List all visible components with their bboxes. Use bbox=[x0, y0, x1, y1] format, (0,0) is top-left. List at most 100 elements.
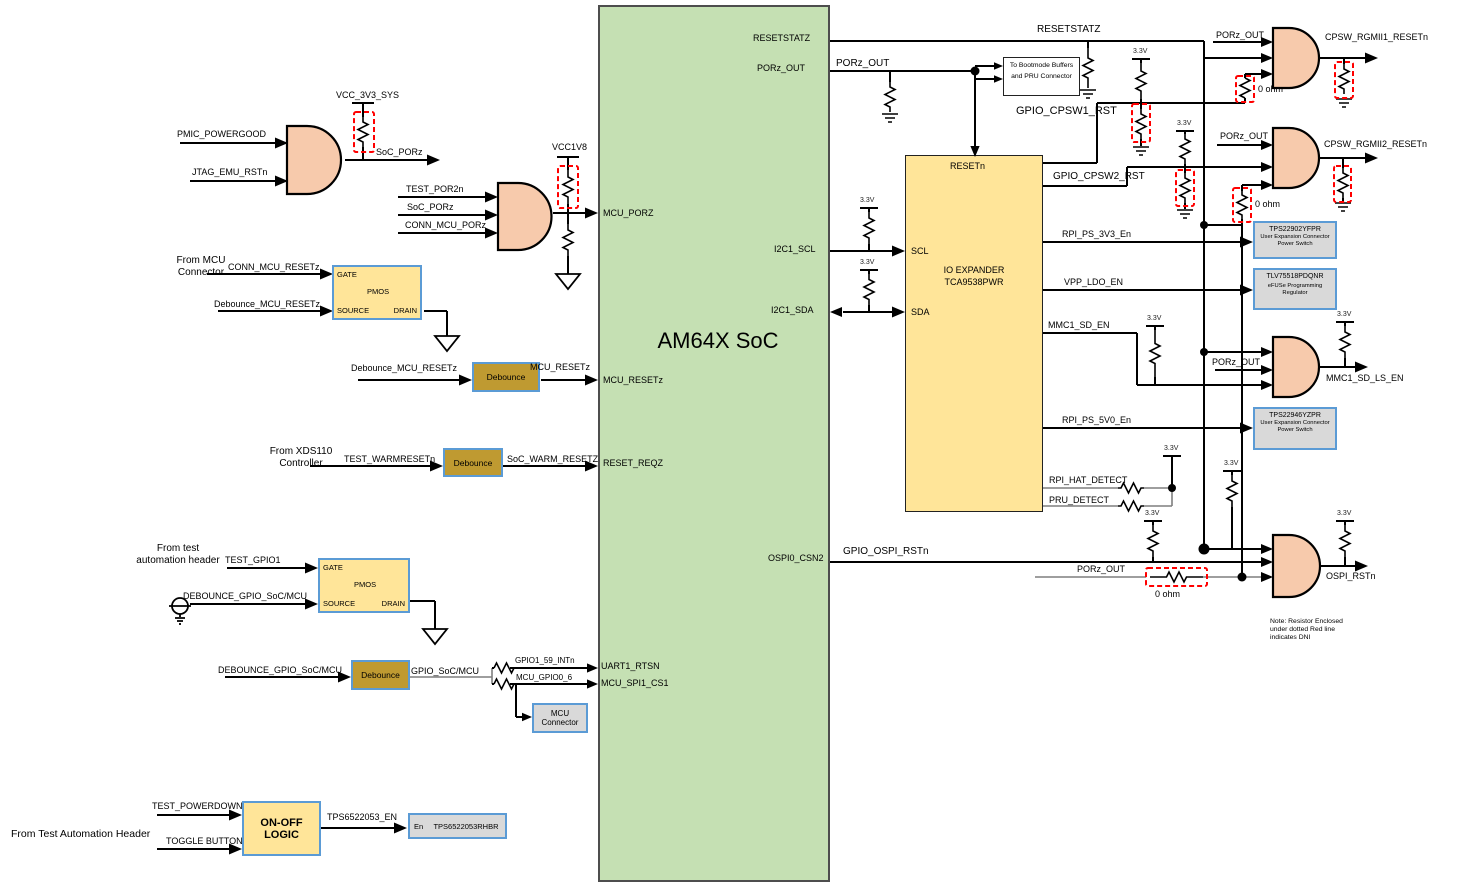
supply-label-ospi-line: 3.3V bbox=[1145, 510, 1160, 517]
arrowhead bbox=[1261, 161, 1273, 173]
expander-name: IO EXPANDER bbox=[943, 265, 1005, 275]
soc-pin-reset-reqz: RESET_REQZ bbox=[603, 458, 664, 468]
net-label-cpsw-rgmii1-resetn: CPSW_RGMII1_RESETn bbox=[1325, 32, 1429, 42]
dni-note: Note: Resistor Enclosed under dotted Red… bbox=[1270, 618, 1343, 641]
tps22946-block: TPS22946YZPR User Expansion Connector Po… bbox=[1253, 407, 1337, 450]
tlv75518-part: TLV75518PDQNR bbox=[1266, 273, 1324, 280]
ground-icon bbox=[554, 273, 582, 291]
tps22902-block: TPS22902YFPR User Expansion Connector Po… bbox=[1253, 221, 1337, 259]
soc-pin-mcu-porz: MCU_PORZ bbox=[603, 208, 654, 218]
tlv75518-desc: eFUSe Programming Regulator bbox=[1267, 283, 1323, 297]
resistor bbox=[1118, 481, 1144, 495]
resistor bbox=[561, 170, 575, 204]
net-label-gpio1-59-intn: GPIO1_59_INTn bbox=[515, 656, 575, 665]
pmos1-label: PMOS bbox=[367, 287, 390, 296]
pmos1-source-label: SOURCE bbox=[337, 306, 370, 315]
tps22946-part: TPS22946YZPR bbox=[1269, 412, 1321, 419]
net-label-pru-detect: PRU_DETECT bbox=[1049, 495, 1110, 505]
dni-outline bbox=[1334, 61, 1354, 99]
net-label-porz-out-ospi: PORz_OUT bbox=[1077, 564, 1126, 574]
resistor bbox=[1235, 191, 1249, 219]
arrowhead bbox=[522, 712, 532, 722]
and-gate-mmc1-sd-ls bbox=[1271, 335, 1321, 399]
resistor bbox=[862, 274, 876, 305]
net-label-gpio-ospi-rstn: GPIO_OSPI_RSTn bbox=[843, 546, 929, 557]
dni-outline bbox=[1131, 103, 1151, 143]
arrowhead bbox=[892, 245, 905, 257]
tps22902-desc: User Expansion Connector Power Switch bbox=[1260, 234, 1330, 248]
arrowhead bbox=[1240, 422, 1253, 434]
soc-pin-i2c1-sda: I2C1_SDA bbox=[771, 305, 814, 315]
net-label-rpi-ps-5v0-en: RPI_PS_5V0_En bbox=[1062, 415, 1132, 425]
net-label-debounce-mcu-resetz-b: Debounce_MCU_RESETz bbox=[351, 363, 458, 373]
net-label-mcu-resetz: MCU_RESETz bbox=[530, 362, 591, 372]
net-label-jtag-emu-rstn: JTAG_EMU_RSTn bbox=[192, 167, 268, 177]
arrowhead bbox=[320, 268, 333, 280]
soc-title: AM64X SoC bbox=[657, 328, 779, 353]
on-off-logic-label: ON-OFF LOGIC bbox=[260, 816, 303, 841]
net-label-debounce-mcu-resetz-a: Debounce_MCU_RESETz bbox=[214, 299, 321, 309]
arrowhead bbox=[1261, 346, 1273, 358]
and-gate-cpsw-rgmii2 bbox=[1271, 126, 1321, 190]
net-label-soc-porz-out: SoC_PORz bbox=[376, 147, 423, 157]
on-off-logic-block: ON-OFF LOGIC bbox=[242, 801, 321, 856]
resistor bbox=[1336, 168, 1350, 198]
pmos1-gate-label: GATE bbox=[337, 270, 357, 279]
net-label-test-powerdown: TEST_POWERDOWN bbox=[152, 801, 243, 811]
soc-pin-ospi0-csn2: OSPI0_CSN2 bbox=[768, 553, 824, 563]
caption-from-xds110: From XDS110 Controller bbox=[269, 446, 333, 469]
ground-icon bbox=[1133, 146, 1149, 156]
arrowhead bbox=[1240, 236, 1253, 248]
arrowhead bbox=[320, 305, 333, 317]
net-label-mmc1-sd-ls-en: MMC1_SD_LS_EN bbox=[1326, 373, 1404, 383]
tps22902-part: TPS22902YFPR bbox=[1269, 226, 1321, 233]
pmos2-label: PMOS bbox=[354, 580, 377, 589]
resistor bbox=[1134, 109, 1148, 139]
caption-from-mcu-connector: From MCU Connector bbox=[176, 255, 226, 278]
resistor bbox=[1178, 173, 1192, 203]
ground-icon bbox=[433, 335, 461, 353]
tps6522053-part: TPS6522053RHBR bbox=[433, 822, 499, 831]
soc-pin-mcu-spi1-cs1: MCU_SPI1_CS1 bbox=[601, 678, 669, 688]
net-label-resetstatz: RESETSTATZ bbox=[1037, 24, 1101, 35]
tlv75518-block: TLV75518PDQNR eFUSe Programming Regulato… bbox=[1253, 268, 1337, 310]
and-gate-soc-porz bbox=[285, 124, 343, 196]
resistor bbox=[883, 82, 897, 112]
arrowhead bbox=[338, 671, 351, 683]
resistor bbox=[1337, 64, 1351, 94]
arrowhead bbox=[585, 374, 598, 386]
net-label-conn-mcu-porz: CONN_MCU_PORz bbox=[405, 220, 487, 230]
arrowhead bbox=[830, 306, 842, 318]
caption-from-test-automation: From test automation header bbox=[136, 543, 220, 566]
push-button-icon bbox=[169, 597, 191, 625]
soc-pin-i2c1-scl: I2C1_SCL bbox=[774, 244, 816, 254]
supply-label-div1: 3.3V bbox=[1133, 48, 1148, 55]
net-label-rpi-hat-detect: RPI_HAT_DETECT bbox=[1049, 475, 1128, 485]
resistor bbox=[356, 117, 370, 147]
junction-dot bbox=[1198, 543, 1210, 555]
arrowhead bbox=[1261, 179, 1273, 191]
arrowhead bbox=[305, 598, 318, 610]
pmos-block-1: GATE PMOS SOURCE DRAIN bbox=[332, 265, 422, 320]
junction-dot bbox=[970, 66, 980, 76]
dni-outline bbox=[353, 111, 375, 153]
supply-label-ospi-out: 3.3V bbox=[1337, 510, 1352, 517]
debounce-block-3: Debounce bbox=[351, 660, 410, 690]
resistor bbox=[1150, 570, 1203, 584]
arrowhead bbox=[587, 679, 598, 689]
resistor bbox=[862, 212, 876, 244]
net-label-gpio-cpsw1-rst: GPIO_CPSW1_RST bbox=[1016, 105, 1117, 117]
arrowhead bbox=[1261, 364, 1273, 376]
arrowhead bbox=[305, 562, 318, 574]
net-label-vpp-ldo-en: VPP_LDO_EN bbox=[1064, 277, 1124, 287]
net-label-soc-porz-in: SoC_PORz bbox=[407, 202, 454, 212]
junction-dot bbox=[1237, 572, 1247, 582]
arrowhead bbox=[585, 207, 598, 219]
dni-outline bbox=[1333, 165, 1352, 203]
arrowhead bbox=[1261, 556, 1273, 568]
arrowhead bbox=[1355, 560, 1368, 572]
label-0ohm-g2: 0 ohm bbox=[1255, 199, 1281, 209]
pmos1-drain-label: DRAIN bbox=[393, 306, 417, 315]
net-label-gpio-cpsw2-rst: GPIO_CPSW2_RST bbox=[1053, 171, 1145, 182]
